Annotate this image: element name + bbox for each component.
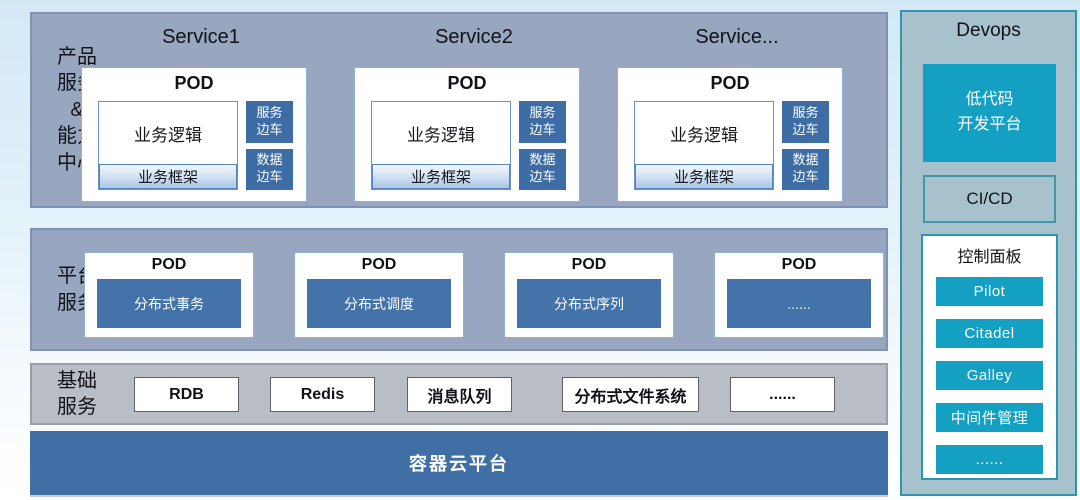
devops-panel: Devops 低代码 开发平台 CI/CD 控制面板 Pilot Citadel… (900, 10, 1077, 496)
label-line: 产品 (57, 46, 97, 69)
basic-section-label: 基础 服务 (42, 365, 112, 423)
pod-title: POD (361, 256, 397, 273)
section-platform-services: 平台 服务 POD 分布式事务 POD 分布式调度 POD 分布式序列 POD … (30, 228, 893, 351)
control-panel-box: 控制面板 Pilot Citadel Galley 中间件管理 ...... (921, 234, 1058, 480)
data-sidecar: 数据 边车 (246, 148, 293, 190)
pod-body: 业务逻辑 业务框架 服务 边车 数据 边车 (371, 101, 566, 190)
business-logic-label: 业务逻辑 (670, 125, 738, 145)
business-framework-bar: 业务框架 (372, 164, 510, 189)
pod-title: POD (174, 73, 214, 93)
business-logic-box: 业务逻辑 业务框架 (371, 101, 511, 190)
platform-pod-card: POD 分布式调度 (294, 243, 473, 338)
service-title: Service2 (435, 26, 513, 48)
container-cloud-platform-bar: 容器云平台 (30, 431, 888, 497)
control-panel-item-galley: Galley (936, 361, 1043, 390)
business-logic-box: 业务逻辑 业务框架 (98, 101, 238, 190)
section-basic-services: 基础 服务 RDB Redis 消息队列 分布式文件系统 ...... (30, 363, 888, 425)
service-block-1: Service1 POD 业务逻辑 业务框架 服务 边车 数据 (81, 14, 321, 206)
devops-title: Devops (956, 20, 1021, 41)
service-sidecar: 服务 边车 (246, 101, 293, 143)
business-logic-label: 业务逻辑 (134, 125, 202, 145)
sidecar-column: 服务 边车 数据 边车 (782, 101, 829, 190)
service-sidecar: 服务 边车 (782, 101, 829, 143)
pod-body: 业务逻辑 业务框架 服务 边车 数据 边车 (634, 101, 829, 190)
data-sidecar: 数据 边车 (519, 148, 566, 190)
label-line: 服务 (57, 396, 97, 418)
platform-pod-card: POD ...... (714, 243, 893, 338)
service-title: Service... (695, 26, 779, 48)
pod-title: POD (571, 256, 607, 273)
section-product-services: 产品 服务 & 能力 中心 Service1 POD 业务逻辑 业务框架 服务 (30, 12, 888, 208)
business-logic-box: 业务逻辑 业务框架 (634, 101, 774, 190)
sidecar-column: 服务 边车 数据 边车 (519, 101, 566, 190)
control-panel-title: 控制面板 (957, 249, 1022, 266)
business-logic-label: 业务逻辑 (407, 125, 475, 145)
lowcode-platform-box: 低代码 开发平台 (923, 64, 1056, 162)
control-panel-item-pilot: Pilot (936, 277, 1043, 306)
basic-service-redis: Redis (270, 377, 375, 412)
label-line: & (70, 98, 84, 121)
service-block-3: Service... POD 业务逻辑 业务框架 服务 边车 数据 (617, 14, 857, 206)
platform-pod-card: POD 分布式序列 (504, 243, 683, 338)
pod-card: POD 业务逻辑 业务框架 服务 边车 数据 边车 (81, 58, 316, 202)
business-framework-bar: 业务框架 (99, 164, 237, 189)
service-title: Service1 (162, 26, 240, 48)
platform-service-box: ...... (727, 279, 871, 328)
platform-service-box: 分布式调度 (307, 279, 451, 328)
platform-pod-card: POD 分布式事务 (84, 243, 263, 338)
basic-service-rdb: RDB (134, 377, 239, 412)
business-framework-bar: 业务框架 (635, 164, 773, 189)
platform-service-box: 分布式序列 (517, 279, 661, 328)
cicd-box: CI/CD (923, 175, 1056, 223)
basic-service-distributed-fs: 分布式文件系统 (562, 377, 699, 412)
pod-body: 业务逻辑 业务框架 服务 边车 数据 边车 (98, 101, 293, 190)
label-line: 基础 (57, 369, 97, 392)
control-panel-item-middleware: 中间件管理 (936, 403, 1043, 432)
pod-title: POD (151, 256, 187, 273)
pod-title: POD (447, 73, 487, 93)
platform-service-box: 分布式事务 (97, 279, 241, 328)
control-panel-buttons: Pilot Citadel Galley 中间件管理 ...... (936, 277, 1043, 474)
control-panel-item-citadel: Citadel (936, 319, 1043, 348)
service-sidecar: 服务 边车 (519, 101, 566, 143)
service-block-2: Service2 POD 业务逻辑 业务框架 服务 边车 数据 (354, 14, 594, 206)
pod-title: POD (781, 256, 817, 273)
control-panel-item-more: ...... (936, 445, 1043, 474)
data-sidecar: 数据 边车 (782, 148, 829, 190)
pod-card: POD 业务逻辑 业务框架 服务 边车 数据 边车 (354, 58, 589, 202)
basic-service-more: ...... (730, 377, 835, 412)
pod-title: POD (710, 73, 750, 93)
sidecar-column: 服务 边车 数据 边车 (246, 101, 293, 190)
pod-card: POD 业务逻辑 业务框架 服务 边车 数据 边车 (617, 58, 852, 202)
basic-service-message-queue: 消息队列 (407, 377, 512, 412)
